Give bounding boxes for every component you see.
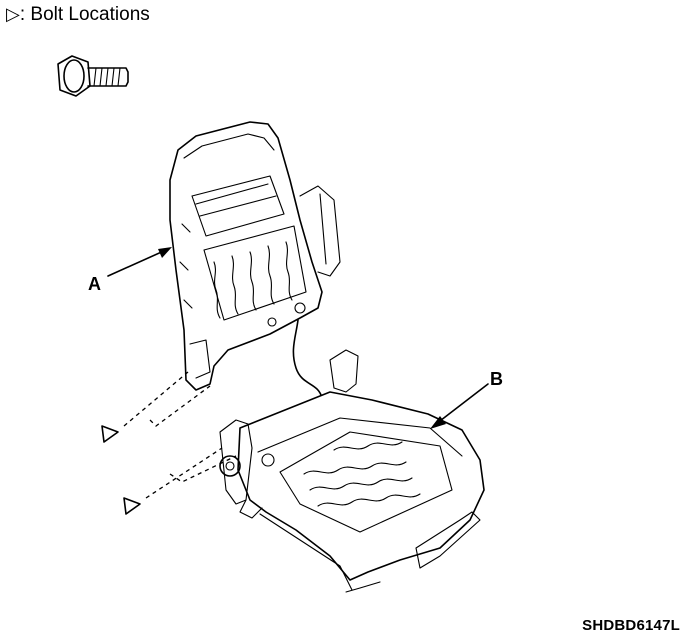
bolt-location-symbol: ▷ <box>6 4 20 24</box>
bolt-location-upper <box>101 371 211 443</box>
leader-b <box>430 383 489 429</box>
figure-code: SHDBD6147L <box>582 617 680 634</box>
bolt-location-lower <box>123 447 237 515</box>
label-b: B <box>490 369 503 389</box>
seat-base-frame <box>219 349 485 593</box>
legend: ▷: Bolt Locations <box>6 2 150 27</box>
leader-a <box>107 247 172 277</box>
bolt-icon <box>57 55 129 97</box>
label-a: A <box>88 274 101 294</box>
legend-text: : Bolt Locations <box>19 4 150 25</box>
seat-back-frame <box>169 121 341 391</box>
